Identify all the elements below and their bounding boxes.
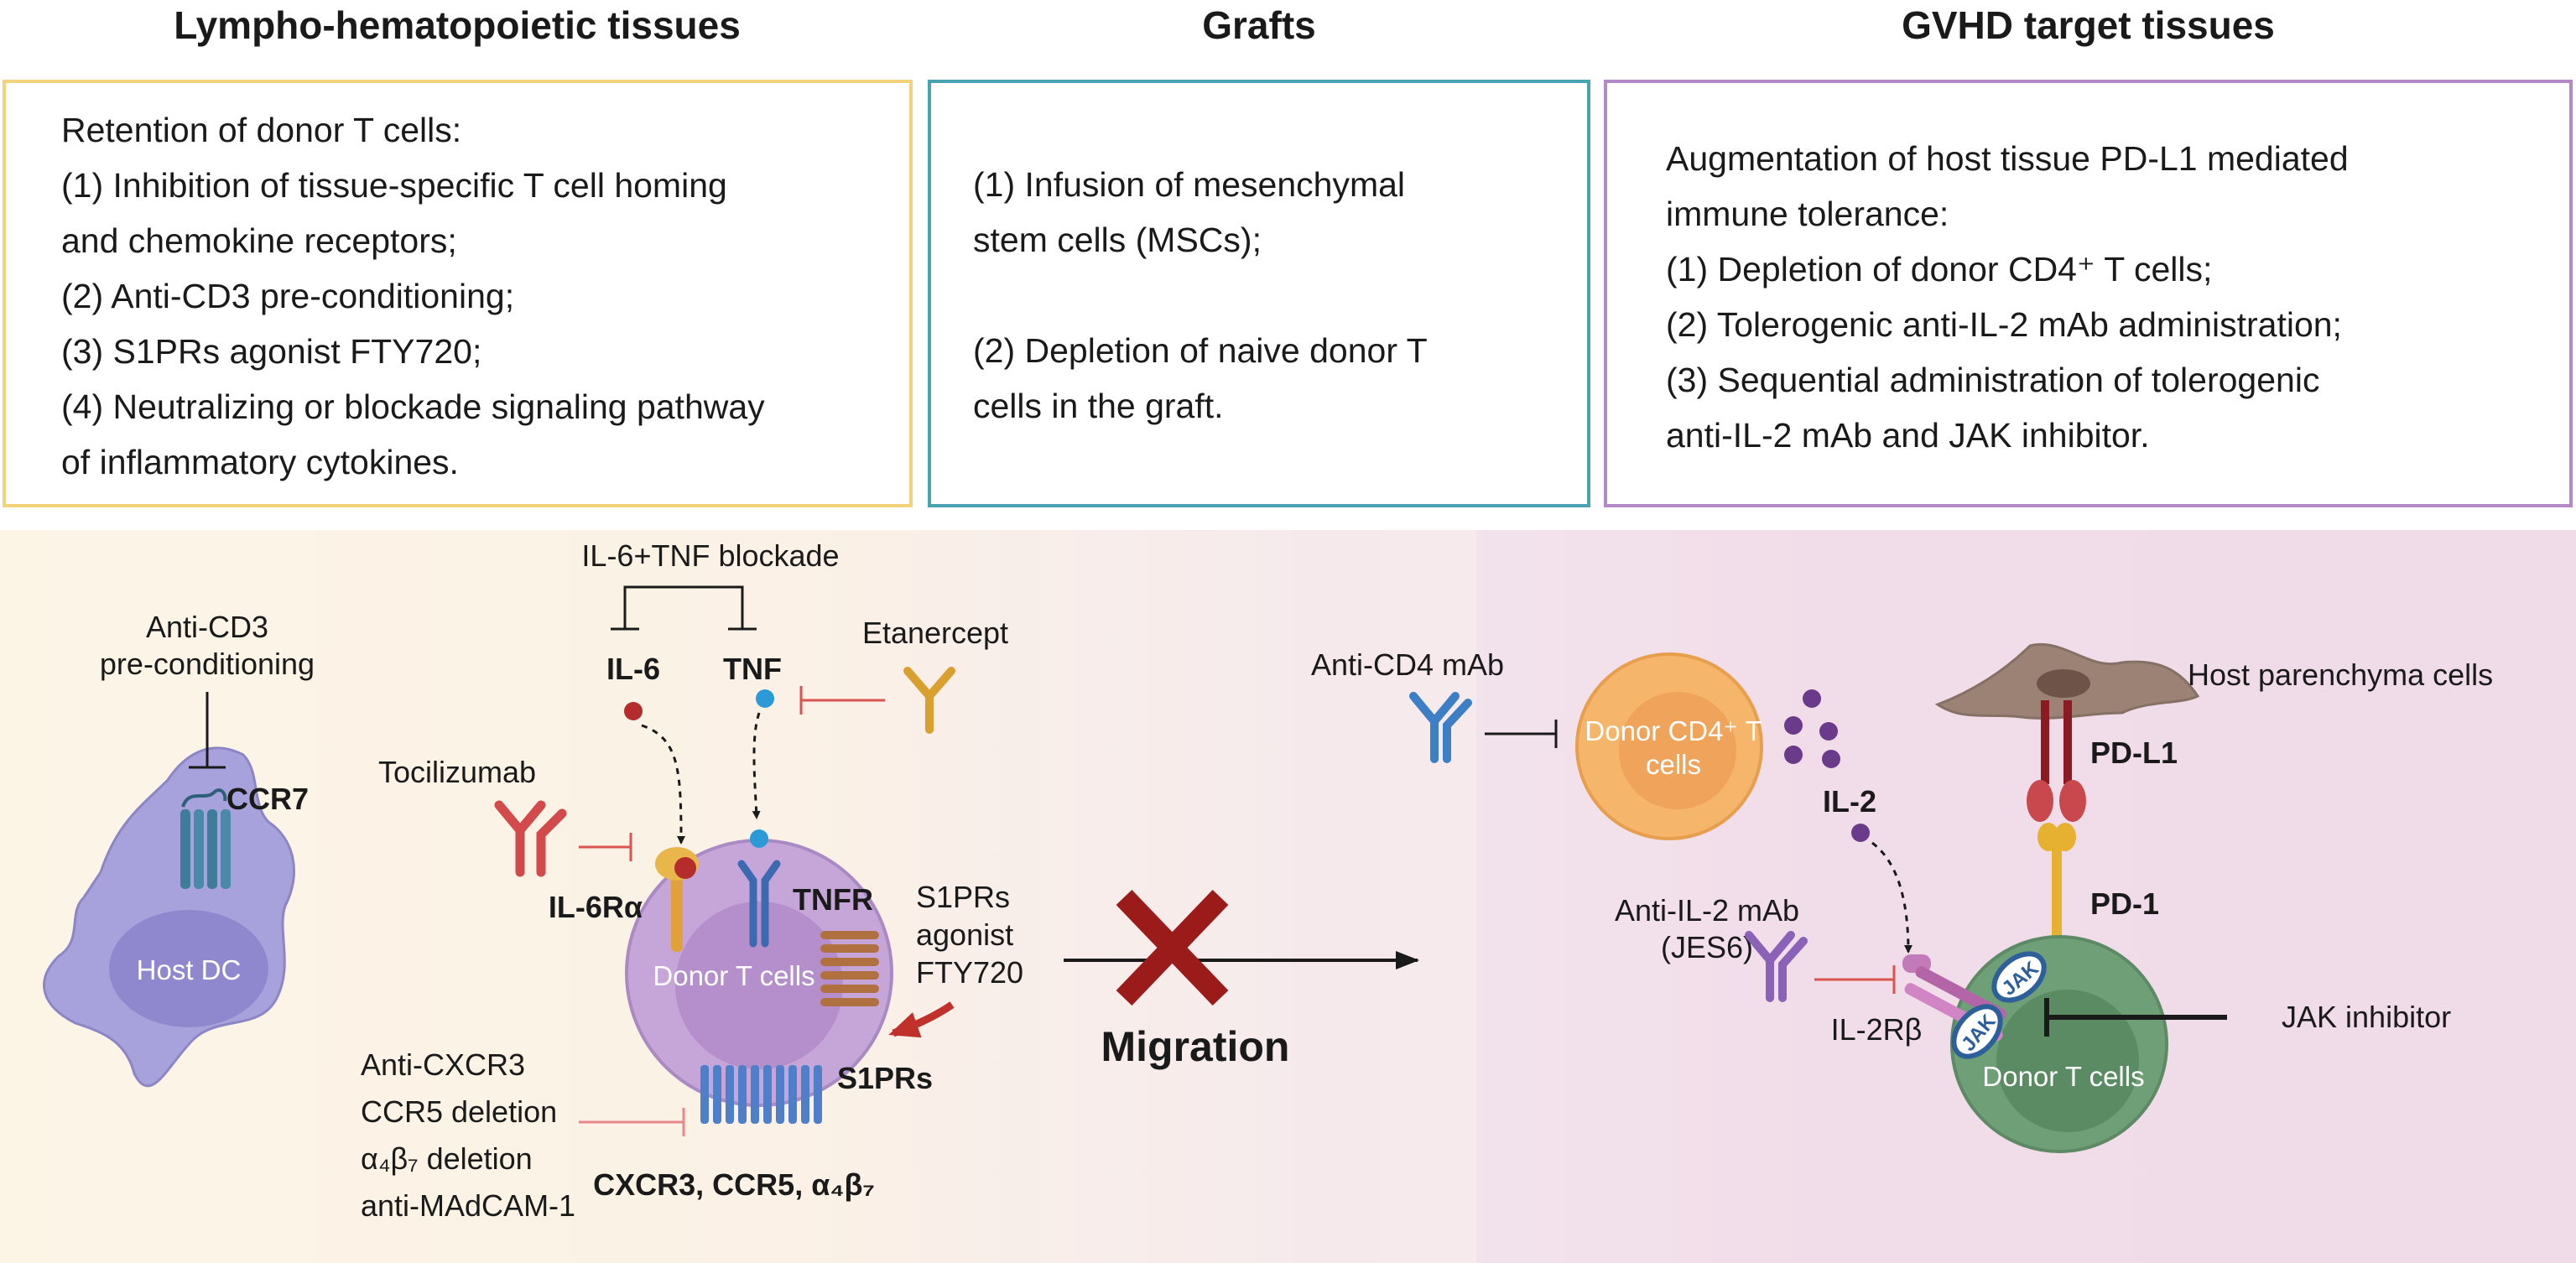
anti-cd3-label: pre-conditioning <box>100 647 315 681</box>
gvhd-line: immune tolerance: <box>1666 195 1949 233</box>
header-grafts: Grafts <box>1202 3 1316 47</box>
pdl1-label: PD-L1 <box>2090 735 2178 770</box>
il2-label: IL-2 <box>1823 784 1876 819</box>
grafts-line: cells in the graft. <box>973 387 1224 425</box>
s1prs-agonist-label: S1PRs <box>916 880 1010 914</box>
lympho-line: (2) Anti-CD3 pre-conditioning; <box>61 277 515 315</box>
s1prs-receptor <box>820 931 879 1006</box>
tnf-signal-arrow <box>752 712 761 819</box>
gvhd-line: (1) Depletion of donor CD4⁺ T cells; <box>1666 250 2213 288</box>
jak-protein-upper <box>1991 951 2047 1003</box>
pdl1-receptor <box>2027 700 2086 822</box>
anti-il2-label: Anti-IL-2 mAb <box>1615 893 1799 928</box>
tocilizumab-label: Tocilizumab <box>378 755 536 789</box>
pd1-label: PD-1 <box>2090 886 2159 921</box>
gvhd-line: (3) Sequential administration of tolerog… <box>1666 361 2320 399</box>
gvhd-box: Augmentation of host tissue PD-L1 mediat… <box>1604 80 2573 507</box>
homing-receptors-label: CXCR3, CCR5, α₄β₇ <box>593 1167 875 1202</box>
ccr7-receptor <box>180 788 231 889</box>
etanercept-label: Etanercept <box>862 616 1008 650</box>
s1prs-agonist-label: FTY720 <box>916 955 1023 990</box>
donor-cd4-label: Donor CD4⁺ T <box>1585 715 1762 746</box>
homing-blocker-label: α₄β₇ deletion <box>361 1141 533 1176</box>
grafts-line: (2) Depletion of naive donor T <box>973 331 1428 370</box>
tnf-bound <box>750 829 768 848</box>
lympho-line: and chemokine receptors; <box>61 221 457 260</box>
il6-signal-arrow <box>641 724 685 845</box>
anti-cd4-antibody <box>1409 692 1472 763</box>
anti-il2-label: (JES6) <box>1661 930 1753 964</box>
donor-cd4-nucleus <box>1619 692 1736 809</box>
donor-t-cell-left-nucleus <box>675 902 843 1069</box>
etanercept-antibody <box>903 667 955 734</box>
gvhd-line: (2) Tolerogenic anti-IL-2 mAb administra… <box>1666 305 2342 344</box>
tnf-label: TNF <box>723 652 782 686</box>
tnfr-receptor <box>737 860 781 948</box>
migration-label: Migration <box>1101 1023 1290 1070</box>
tocilizumab-antibody <box>494 800 567 877</box>
header-gvhd: GVHD target tissues <box>1902 3 2275 47</box>
header-lympho: Lympho-hematopoietic tissues <box>174 3 741 47</box>
jak-inhibitor-label: JAK inhibitor <box>2282 1000 2451 1034</box>
homing-blocker-label: Anti-CXCR3 <box>361 1047 525 1082</box>
lympho-line: (3) S1PRs agonist FTY720; <box>61 332 482 371</box>
jak-protein-lower <box>1951 1004 2003 1059</box>
s1prs-agonist-label: agonist <box>916 917 1013 952</box>
il2rb-label: IL-2Rβ <box>1831 1012 1923 1047</box>
blockade-bracket <box>623 585 744 629</box>
il6-label: IL-6 <box>606 652 660 686</box>
lower-right-panel <box>1292 530 2576 1263</box>
homing-blocker-label: CCR5 deletion <box>361 1094 557 1129</box>
donor-t-cell-right-label: Donor T cells <box>1982 1061 2144 1092</box>
homing-receptors <box>700 1065 822 1124</box>
il6ra-label: IL-6Rα <box>549 890 643 924</box>
il2-signal-arrow <box>1871 841 1912 954</box>
anti-cd3-label: Anti-CD3 <box>146 610 268 644</box>
fty720-arrow <box>888 1001 955 1038</box>
donor-t-cell-right-nucleus <box>1996 990 2139 1132</box>
il6-molecule <box>624 702 643 720</box>
ccr7-label: CCR7 <box>226 782 309 816</box>
donor-t-cell-left-label: Donor T cells <box>653 960 814 991</box>
grafts-box: (1) Infusion of mesenchymal stem cells (… <box>928 80 1590 507</box>
homing-blocker-label: anti-MAdCAM-1 <box>361 1188 575 1223</box>
pd1-receptor <box>2037 823 2076 959</box>
anti-il2-antibody <box>1745 931 1808 1002</box>
tnf-molecule <box>756 689 774 708</box>
host-parenchyma-label: Host parenchyma cells <box>2188 657 2493 692</box>
panel-transition <box>839 530 1476 1263</box>
host-parenchyma-cell <box>1934 642 2200 720</box>
lympho-line: (1) Inhibition of tissue-specific T cell… <box>61 166 727 205</box>
il2-molecules <box>1784 689 1870 842</box>
il6ra-receptor <box>655 847 699 952</box>
lympho-line: of inflammatory cytokines. <box>61 443 459 481</box>
grafts-line: stem cells (MSCs); <box>973 221 1262 259</box>
lympho-line: (4) Neutralizing or blockade signaling p… <box>61 387 765 426</box>
anti-cd4-label: Anti-CD4 mAb <box>1311 647 1504 682</box>
grafts-line: (1) Infusion of mesenchymal <box>973 165 1406 204</box>
tnfr-label: TNFR <box>793 882 873 917</box>
migration-blocked-cross <box>1116 890 1229 1006</box>
host-dc-label: Host DC <box>137 954 242 985</box>
il6-tnf-blockade-label: IL-6+TNF blockade <box>581 538 839 573</box>
donor-cd4-label: cells <box>1646 749 1701 780</box>
gvhd-line: anti-IL-2 mAb and JAK inhibitor. <box>1666 416 2150 455</box>
lympho-box: Retention of donor T cells: (1) Inhibiti… <box>3 80 913 507</box>
lympho-line: Retention of donor T cells: <box>61 111 462 149</box>
host-dc-cell <box>43 746 295 1088</box>
gvhd-line: Augmentation of host tissue PD-L1 mediat… <box>1666 139 2349 178</box>
s1prs-label: S1PRs <box>837 1061 933 1095</box>
